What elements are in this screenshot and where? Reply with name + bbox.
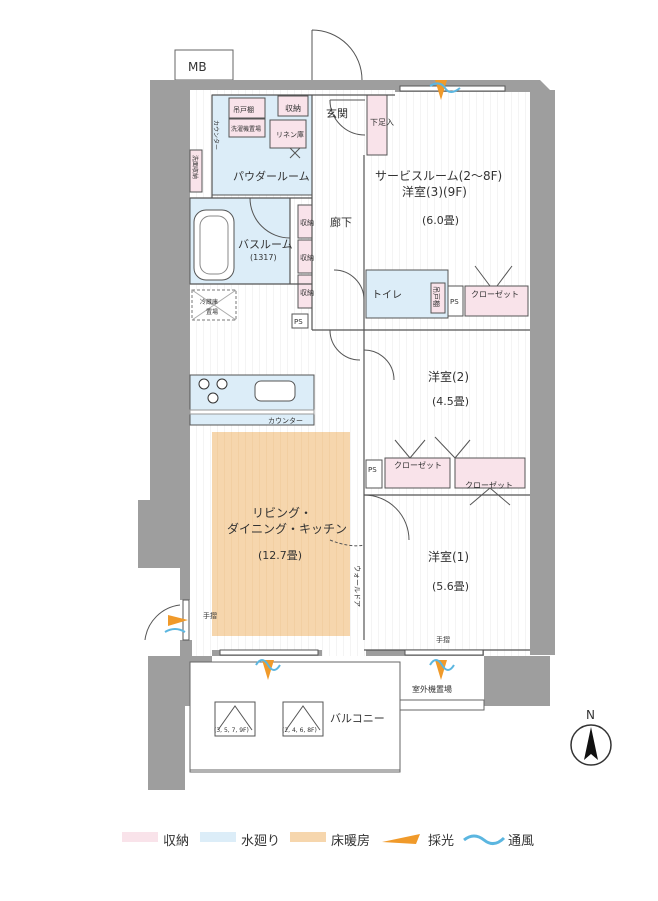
balcony-label: バルコニー — [330, 712, 385, 725]
vanity-storage — [189, 149, 203, 193]
handrail-label-south: 手摺 — [436, 635, 450, 644]
powder-room-label: パウダールーム — [233, 169, 310, 183]
storage-entry — [277, 95, 309, 117]
bathroom-size: (1317) — [250, 253, 277, 262]
legend-storage-label: 収納 — [163, 834, 190, 849]
legend-wind-label: 通風 — [508, 834, 535, 849]
closet-room1 — [454, 457, 526, 489]
hanging-shelf-label: 吊戸棚 — [233, 105, 254, 114]
entrance-label: 玄関 — [326, 106, 348, 120]
hanging-shelf-1 — [228, 97, 266, 119]
fridge-label1: 冷蔵庫 — [200, 298, 218, 306]
legend-heating-swatch — [290, 832, 326, 842]
closet-room1-label: クローゼット — [465, 480, 513, 490]
ps-label-3: PS — [368, 466, 377, 474]
mb-label: MB — [188, 60, 207, 74]
linen-label: リネン庫 — [276, 130, 304, 139]
storage-label-entry: 収納 — [285, 103, 301, 113]
vanity-storage-label: 洗面収納 — [191, 155, 199, 179]
service-room-label2: 洋室(3)(9F) — [402, 184, 467, 199]
ps-label-1: PS — [450, 298, 459, 306]
legend-water-swatch — [200, 832, 236, 842]
light-arrow-icon — [382, 834, 420, 844]
kitchen-counter-label: カウンター — [268, 416, 303, 425]
ps-label-2: PS — [294, 318, 303, 326]
ldk-label2: ダイニング・キッチン — [227, 521, 347, 536]
wall-west-low — [180, 640, 192, 656]
shoe-box-label: 下足入 — [370, 118, 394, 127]
toilet-shelf-label: 吊戸棚 — [432, 286, 441, 307]
floor-heating-area — [212, 432, 350, 636]
fridge-label2: 置場 — [206, 308, 218, 316]
counter-vertical-label: カウンター — [212, 120, 220, 150]
floor-plan: MB — [138, 29, 612, 790]
wind-wave-icon — [463, 834, 506, 845]
ldk-label1: リビング・ — [252, 506, 312, 520]
service-room-size: (6.0畳) — [422, 214, 459, 227]
legend-heating-label: 床暖房 — [331, 834, 371, 849]
mb-box — [174, 49, 234, 81]
bathroom-label: バスルーム — [238, 238, 293, 251]
wall-balcony-east — [484, 656, 550, 706]
room2-size: (4.5畳) — [432, 395, 469, 408]
compass-n-label: N — [586, 708, 595, 722]
ac-label-1: (3, 5, 7, 9F) — [214, 727, 249, 734]
room1-label: 洋室(1) — [428, 549, 469, 564]
service-room-label1: サービスルーム(2～8F) — [375, 169, 502, 183]
closet-service-room — [464, 285, 529, 317]
balcony-rail — [399, 699, 485, 711]
room1-size: (5.6畳) — [432, 580, 469, 593]
toilet-label: トイレ — [372, 290, 402, 301]
storage-label-hall2: 収納 — [300, 253, 314, 262]
compass-icon — [570, 724, 612, 766]
ldk-size: (12.7畳) — [258, 549, 302, 562]
outdoor-unit-label: 室外機置場 — [412, 684, 452, 694]
room2-label: 洋室(2) — [428, 369, 469, 384]
wall-north-west — [150, 80, 395, 500]
handrail-label-west: 手摺 — [203, 611, 217, 620]
legend-water-label: 水廻り — [241, 834, 281, 849]
corridor-label: 廊下 — [330, 215, 352, 229]
toilet-shelf — [430, 282, 446, 314]
wall-west-step — [138, 500, 190, 600]
legend: 収納 水廻り 床暖房 採光 通風 — [0, 822, 658, 852]
legend-light-label: 採光 — [428, 834, 455, 849]
storage-label-hall1: 収納 — [300, 218, 314, 227]
washer-area — [228, 118, 266, 138]
wall-east — [530, 90, 555, 655]
closet-room2 — [384, 457, 451, 489]
walk-door-label: ウォールドア — [353, 565, 361, 607]
linen-closet — [269, 119, 307, 149]
washer-area-label: 洗濯機置場 — [231, 125, 261, 133]
storage-label-hall3: 収納 — [300, 288, 314, 297]
closet-room2-label: クローゼット — [394, 460, 442, 470]
closet-service-label: クローゼット — [471, 289, 519, 299]
ac-label-2: (2, 4, 6, 8F) — [282, 727, 317, 734]
legend-storage-swatch — [122, 832, 158, 842]
